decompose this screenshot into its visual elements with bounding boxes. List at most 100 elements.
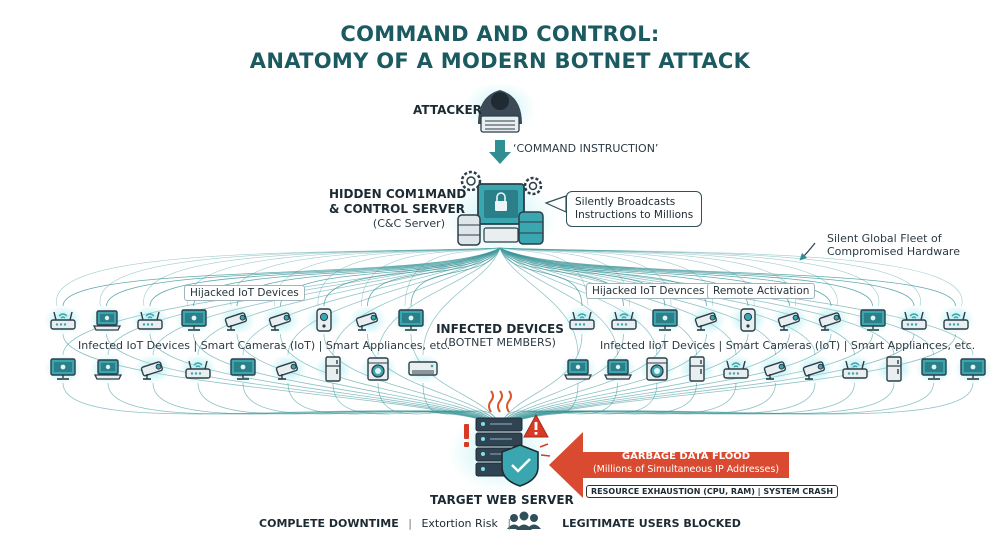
camera-icon: [816, 308, 846, 332]
broadcast-wire: [99, 247, 501, 307]
broadcast-wire: [56, 247, 501, 307]
command-instruction-label: ‘COMMAND INSTRUCTION’: [513, 142, 659, 155]
flood-wire: [511, 333, 790, 421]
cnc-server-icon: [442, 170, 558, 256]
bottom-impact-line: COMPLETE DOWNTIME | Extortion Risk | LEG…: [0, 517, 1000, 530]
router-icon: [135, 308, 165, 332]
monitor-icon: [650, 308, 680, 332]
tag-hijacked-right: Hijacked IoT Devnces: [586, 283, 711, 299]
broadcast-callout-line1: Silently Broadcasts: [575, 196, 676, 208]
tag-hijacked-left: Hijacked IoT Devices: [184, 285, 305, 301]
flood-wire: [152, 382, 487, 421]
broadcast-callout: Silently Broadcasts Instructions to Mill…: [566, 191, 703, 227]
broadcast-wire: [332, 247, 501, 356]
camera-icon: [222, 308, 252, 332]
flood-arrow-head: [549, 432, 583, 498]
flood-wire: [518, 382, 974, 421]
broadcast-wire: [499, 247, 838, 307]
flood-wire: [513, 333, 832, 421]
flood-wire: [377, 382, 496, 421]
resource-exhaustion-badge: RESOURCE EXHAUSTION (CPU, RAM) | SYSTEM …: [586, 485, 839, 498]
title-line-1: COMMAND AND CONTROL:: [340, 22, 660, 46]
monitor-icon: [858, 308, 888, 332]
infected-label-line1: INFECTED DEVICES: [436, 322, 564, 336]
flood-wire: [236, 333, 490, 421]
router-icon: [840, 357, 870, 381]
flood-wire: [62, 333, 483, 421]
fridge-icon: [879, 356, 909, 382]
broadcast-wire: [499, 247, 579, 356]
target-server-icon: [448, 390, 552, 492]
ac-icon: [408, 357, 438, 381]
blocked-text: LEGITIMATE USERS BLOCKED: [562, 517, 741, 530]
flood-wire: [504, 382, 618, 421]
infected-label-line2: (BOTNET MEMBERS): [444, 336, 556, 349]
flood-wire: [512, 382, 816, 421]
broadcast-wire: [410, 247, 501, 307]
attacker-icon: [464, 82, 536, 134]
fridge-icon: [318, 356, 348, 382]
monitor-icon: [228, 357, 258, 381]
broadcast-wire: [377, 247, 501, 356]
camera-icon: [266, 308, 296, 332]
broadcast-wire: [242, 247, 501, 356]
target-server-label: TARGET WEB SERVER: [430, 493, 574, 507]
camera-icon: [138, 357, 168, 381]
flood-wire: [193, 333, 488, 421]
warning-icon: [523, 413, 549, 438]
camera-icon: [761, 357, 791, 381]
router-icon: [567, 308, 597, 332]
fleet-note-arrow: [799, 242, 816, 261]
broadcast-wire: [152, 247, 501, 356]
flood-wire: [514, 382, 855, 421]
monitor-icon: [396, 308, 426, 332]
laptop-icon: [93, 357, 123, 381]
flood-wire: [509, 382, 737, 421]
flood-wire: [508, 333, 707, 421]
monitor-icon: [48, 357, 78, 381]
device-caption-left: Infected IoT Devices | Smart Cameras (Io…: [78, 339, 451, 352]
flood-wire: [410, 333, 497, 421]
flood-wire: [332, 382, 494, 421]
title-line-2: ANATOMY OF A MODERN BOTNET ATTACK: [249, 49, 751, 73]
flood-wire: [509, 333, 749, 421]
camera-icon: [353, 308, 383, 332]
flood-wire: [506, 382, 658, 421]
washer-icon: [363, 357, 393, 381]
broadcast-wire: [197, 247, 501, 356]
device-caption-right: Infected IioT Devices | Smart Cameras (I…: [600, 339, 976, 352]
broadcast-wire: [422, 247, 501, 356]
router-icon: [609, 308, 639, 332]
flood-wire: [504, 333, 624, 421]
speaker-icon: [733, 308, 763, 332]
camera-icon: [273, 357, 303, 381]
flood-wire: [197, 382, 489, 421]
broadcast-wire: [499, 247, 583, 307]
broadcast-wire: [274, 247, 501, 307]
router-icon: [899, 308, 929, 332]
broadcast-wire: [62, 247, 501, 307]
separator: |: [408, 517, 412, 530]
broadcast-wire: [499, 247, 618, 356]
router-icon: [48, 308, 78, 332]
downtime-text: COMPLETE DOWNTIME: [259, 517, 399, 530]
laptop-icon: [92, 308, 122, 332]
broadcast-wire: [499, 247, 956, 307]
flood-wire: [106, 333, 485, 421]
router-icon: [941, 308, 971, 332]
flood-wire: [62, 382, 483, 421]
flood-wire: [516, 333, 915, 421]
washer-icon: [642, 357, 672, 381]
flood-arrow-body: [583, 452, 789, 478]
spark-icon: [539, 443, 551, 457]
broadcast-wire: [499, 247, 915, 307]
speaker-icon: [309, 308, 339, 332]
attacker-label: ATTACKER: [413, 103, 482, 117]
tag-remote-activation: Remote Activation: [707, 283, 816, 299]
router-icon: [183, 357, 213, 381]
command-arrow: [489, 140, 511, 164]
laptop-icon: [563, 357, 593, 381]
broadcast-wire: [106, 247, 501, 307]
flood-wire: [280, 333, 492, 421]
